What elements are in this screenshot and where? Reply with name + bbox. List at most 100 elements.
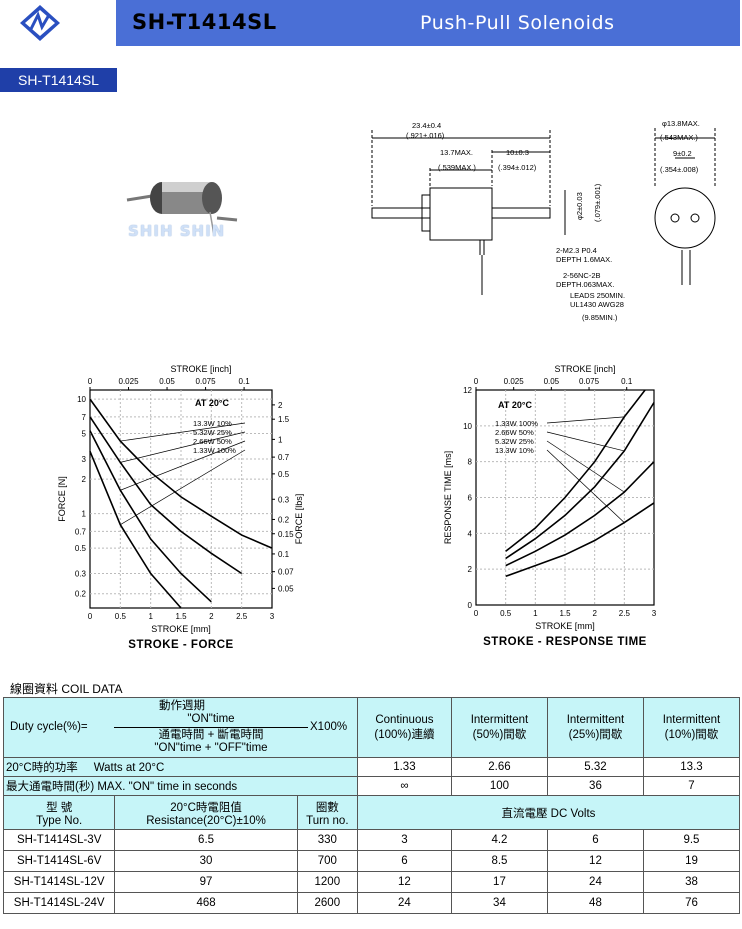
volt-cell: 6 [546,829,644,851]
coil-data-label: 線圈資料 COIL DATA [10,682,123,696]
header-model: SH-T1414SL [132,10,277,34]
volt-cell: 19 [642,850,741,872]
y-tick-label: 0 [468,601,473,610]
x-axis-label: STROKE [mm] [151,624,211,634]
table-row: SH-T1414SL-12V 97 1200 12 17 24 38 [2,871,741,893]
y2-tick-label: 0.05 [278,584,294,593]
chart-annotation: AT 20°C [195,398,229,408]
x2-tick-label: 0 [88,377,93,386]
duty-fraction: "ON"time 通電時間 + 斷電時間 "ON"time + "OFF"tim… [114,713,308,755]
y-tick-label: 10 [463,422,472,431]
y2-tick-label: 0.15 [278,530,294,539]
series-leader [120,449,246,526]
x-tick-label: 3 [652,609,657,618]
y-tick-label: 5 [82,430,87,439]
x-tick-label: 0.5 [500,609,512,618]
y-tick-label: 8 [468,458,473,467]
x-tick-label: 1 [148,612,153,621]
note-thread-2a: 2-56NC-2B [563,271,601,280]
y2-tick-label: 0.5 [278,470,290,479]
res-cell: 30 [114,850,298,872]
chart-annotation: AT 20°C [498,400,532,410]
series-line [505,389,646,552]
table-row: SH-T1414SL-3V 6.5 330 3 4.2 6 9.5 [2,829,741,851]
series-line [89,398,273,549]
x2-tick-label: 0 [474,377,479,386]
dim-body-length-in: (.539MAX.) [438,163,476,172]
product-photo [126,182,238,236]
type-cell: SH-T1414SL-12V [2,871,116,893]
duty-x100: X100% [310,720,348,733]
volt-cell: 9.5 [642,829,741,851]
x2-tick-label: 0.025 [119,377,140,386]
x-tick-label: 1.5 [559,609,571,618]
front-view [371,130,566,295]
series-line [505,461,655,567]
x2-tick-label: 0.05 [544,377,560,386]
time-value: 36 [546,776,644,796]
logo-area [0,0,112,46]
power-label: 20°C時的功率 Watts at 20°C [3,757,358,777]
time-value: ∞ [356,776,452,796]
series-label: 5.32W 25% [193,428,232,437]
note-leads-in: (9.85MIN.) [582,313,618,322]
x-tick-label: 0 [474,609,479,618]
frac-bar [114,726,308,728]
res-cell: 97 [114,871,298,893]
y-tick-label: 12 [463,386,472,395]
col-header: Continuous(100%)連續 [356,697,452,758]
time-value: 100 [450,776,548,796]
dim-overall-length-in: (.921±.016) [406,131,445,140]
x2-tick-label: 0.025 [504,377,525,386]
series-leader [546,431,625,452]
x2-tick-label: 0.05 [159,377,175,386]
y-tick-label: 0.5 [75,544,87,553]
chart-title: STROKE - RESPONSE TIME [483,636,647,648]
x2-tick-label: 0.1 [621,377,633,386]
type-cell: SH-T1414SL-24V [2,892,116,914]
company-logo-icon [20,5,60,41]
y-tick-label: 0.7 [75,527,87,536]
dim-side-dia-in: (.543MAX.) [660,133,698,142]
power-value: 5.32 [546,757,644,777]
col-header: Intermittent(25%)間歇 [546,697,644,758]
x-tick-label: 2.5 [619,609,631,618]
turn-cell: 1200 [296,871,358,893]
volt-cell: 76 [642,892,741,914]
dim-shaft-dia: φ2±0.03 [575,192,584,220]
x-axis-label: STROKE [mm] [535,621,595,631]
turn-cell: 700 [296,850,358,872]
series-label: 1.33W 100% [495,419,538,428]
y2-tick-label: 0.7 [278,453,290,462]
y-tick-label: 6 [468,494,473,503]
series-leader [546,440,625,493]
dim-side-pitch: 9±0.2 [673,149,692,158]
volt-cell: 8.5 [450,850,548,872]
volt-cell: 34 [450,892,548,914]
y2-tick-label: 0.3 [278,495,290,504]
dim-shaft-dia-in: (.079±.001) [593,183,602,222]
series-label: 13.3W 10% [193,419,232,428]
turn-cell: 330 [296,829,358,851]
table-row: 動作週期 Duty cycle(%)= "ON"time 通電時間 + 斷電時間… [3,697,741,758]
power-value: 1.33 [356,757,452,777]
table-row: 20°C時的功率 Watts at 20°C 1.33 2.66 5.32 13… [3,757,741,777]
max-on-time-label: 最大通電時間(秒) MAX. "ON" time in seconds [3,776,358,796]
volt-cell: 12 [546,850,644,872]
side-view [654,128,716,285]
dc-volts-header: 直流電壓 DC Volts [356,795,741,830]
y-axis-label: RESPONSE TIME [ms] [443,451,453,544]
y-tick-label: 0.3 [75,570,87,579]
x2-tick-label: 0.1 [239,377,251,386]
model-tag: SH-T1414SL [0,68,117,92]
volt-cell: 17 [450,871,548,893]
series-line [505,402,655,560]
note-leads-b: UL1430 AWG28 [570,300,624,309]
x-tick-label: 1.5 [175,612,187,621]
dim-overall-length: 23.4±0.4 [412,121,441,130]
dim-side-pitch-in: (.354±.008) [660,165,699,174]
y-tick-label: 10 [77,395,86,404]
